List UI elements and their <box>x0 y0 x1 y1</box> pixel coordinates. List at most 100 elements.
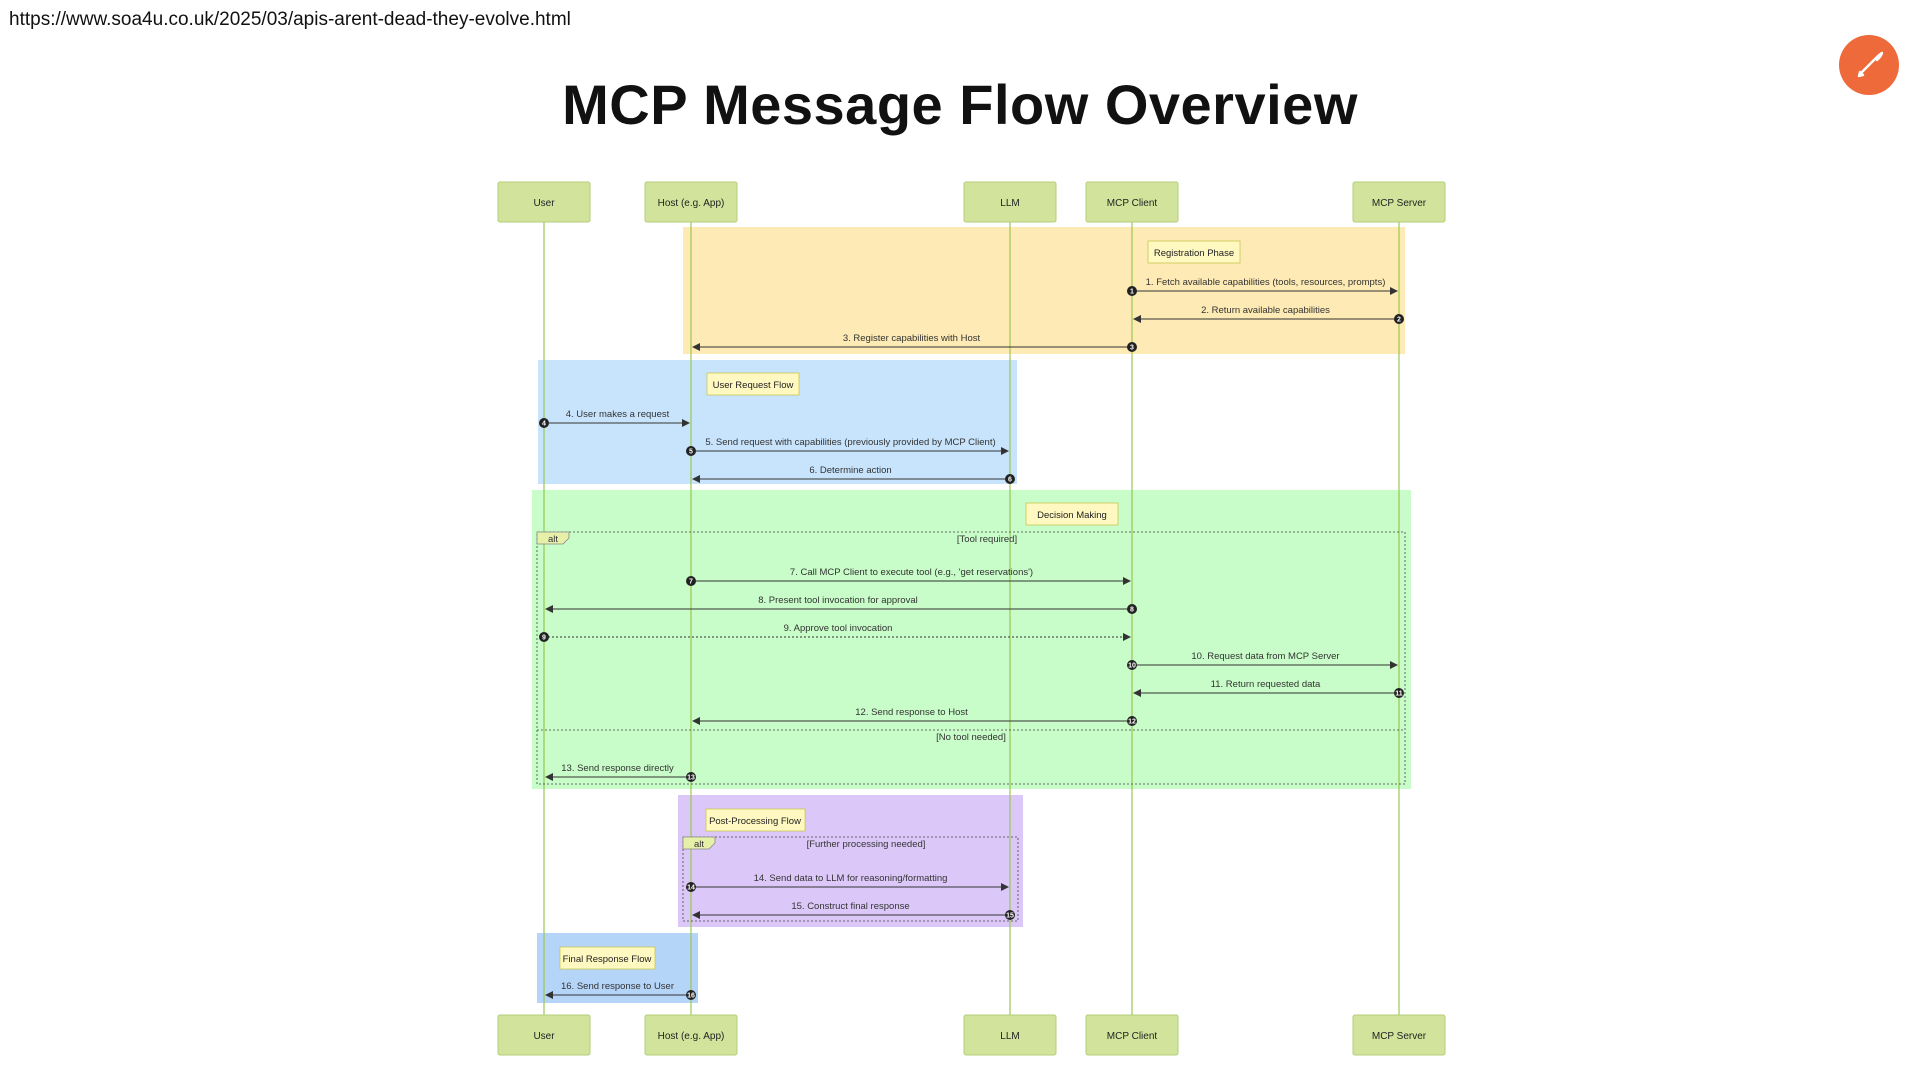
sequence-number-badge <box>686 576 696 586</box>
message-label: 6. Determine action <box>809 465 891 476</box>
sequence-number-badge <box>539 418 549 428</box>
message-4: 4. User makes a request 4 <box>539 409 690 428</box>
actor-label: User <box>533 1031 555 1042</box>
page-title: MCP Message Flow Overview <box>562 73 1358 136</box>
message-15: 15. Construct final response 15 <box>692 901 1015 920</box>
message-10: 10. Request data from MCP Server 10 <box>1127 651 1398 670</box>
alt-tag: alt <box>548 534 558 545</box>
message-label: 14. Send data to LLM for reasoning/forma… <box>754 873 948 884</box>
note-registration-phase: Registration Phase <box>1147 240 1241 264</box>
alt-tag: alt <box>694 839 704 850</box>
sequence-number: 9 <box>542 635 546 642</box>
message-6: 6. Determine action 6 <box>692 465 1015 484</box>
actor-user-bottom: User <box>497 1014 591 1056</box>
alt-frame-post-processing: alt [Further processing needed] <box>682 836 1019 922</box>
message-12: 12. Send response to Host 12 <box>692 707 1137 726</box>
actor-client-top: MCP Client <box>1085 181 1179 223</box>
actor-label: MCP Client <box>1107 1031 1158 1042</box>
sequence-number-badge <box>686 772 696 782</box>
actor-label: MCP Server <box>1372 1031 1427 1042</box>
message-label: 15. Construct final response <box>791 901 909 912</box>
svg-text:User Request Flow: User Request Flow <box>713 380 794 391</box>
actor-label: Host (e.g. App) <box>658 1031 725 1042</box>
sequence-number-badge <box>1127 604 1137 614</box>
message-11: 11. Return requested data 11 <box>1133 679 1404 698</box>
message-label: 2. Return available capabilities <box>1201 305 1330 316</box>
actor-user-top: User <box>497 181 591 223</box>
message-label: 10. Request data from MCP Server <box>1191 651 1339 662</box>
actor-llm-bottom: LLM <box>963 1014 1057 1056</box>
svg-text:Post-Processing Flow: Post-Processing Flow <box>709 816 801 827</box>
message-label: 12. Send response to Host <box>855 707 968 718</box>
sequence-number: 10 <box>1128 663 1136 670</box>
message-14: 14. Send data to LLM for reasoning/forma… <box>686 873 1009 892</box>
note-decision-making: Decision Making <box>1025 502 1119 526</box>
alt-frame-tool: alt [Tool required] [No tool needed] <box>536 531 1406 785</box>
sequence-number: 1 <box>1130 289 1134 296</box>
message-1: 1. Fetch available capabilities (tools, … <box>1127 277 1398 296</box>
message-label: 1. Fetch available capabilities (tools, … <box>1146 277 1386 288</box>
svg-text:Decision Making: Decision Making <box>1037 510 1107 521</box>
sequence-number: 11 <box>1395 691 1403 698</box>
sequence-number: 13 <box>687 775 695 782</box>
message-13: 13. Send response directly 13 <box>545 763 696 782</box>
source-url[interactable]: https://www.soa4u.co.uk/2025/03/apis-are… <box>9 9 571 30</box>
actor-host-bottom: Host (e.g. App) <box>644 1014 738 1056</box>
sequence-number-badge <box>686 990 696 1000</box>
actor-label: MCP Client <box>1107 198 1158 209</box>
note-user-request-flow: User Request Flow <box>706 372 800 396</box>
message-label: 3. Register capabilities with Host <box>843 333 981 344</box>
actor-label: User <box>533 198 555 209</box>
note-post-processing-flow: Post-Processing Flow <box>705 808 806 832</box>
message-7: 7. Call MCP Client to execute tool (e.g.… <box>686 567 1131 586</box>
sequence-number-badge <box>1394 688 1404 698</box>
actor-label: MCP Server <box>1372 198 1427 209</box>
actor-label: LLM <box>1000 198 1019 209</box>
actor-label: LLM <box>1000 1031 1019 1042</box>
postman-rocket-icon <box>1839 35 1899 95</box>
message-9: 9. Approve tool invocation 9 <box>539 623 1131 642</box>
sequence-number-badge <box>1127 342 1137 352</box>
sequence-number: 6 <box>1008 477 1012 484</box>
message-label: 13. Send response directly <box>561 763 674 774</box>
sequence-number-badge <box>539 632 549 642</box>
sequence-number: 7 <box>689 579 693 586</box>
message-3: 3. Register capabilities with Host 3 <box>692 333 1137 352</box>
alt-condition: [Tool required] <box>957 534 1017 545</box>
sequence-number: 12 <box>1128 719 1136 726</box>
sequence-number: 14 <box>687 885 695 892</box>
alt-else-condition: [No tool needed] <box>936 732 1006 743</box>
sequence-number-badge <box>1127 286 1137 296</box>
actor-host-top: Host (e.g. App) <box>644 181 738 223</box>
message-label: 9. Approve tool invocation <box>784 623 893 634</box>
actor-llm-top: LLM <box>963 181 1057 223</box>
sequence-number: 5 <box>689 449 693 456</box>
svg-text:Final Response Flow: Final Response Flow <box>563 954 652 965</box>
message-2: 2. Return available capabilities 2 <box>1133 305 1404 324</box>
message-label: 7. Call MCP Client to execute tool (e.g.… <box>790 567 1033 578</box>
actor-client-bottom: MCP Client <box>1085 1014 1179 1056</box>
sequence-number-badge <box>1005 910 1015 920</box>
sequence-number: 15 <box>1006 913 1014 920</box>
message-label: 5. Send request with capabilities (previ… <box>705 437 995 448</box>
message-label: 8. Present tool invocation for approval <box>758 595 917 606</box>
alt-condition: [Further processing needed] <box>807 839 926 850</box>
sequence-number: 16 <box>687 993 695 1000</box>
sequence-number-badge <box>1394 314 1404 324</box>
message-label: 11. Return requested data <box>1211 679 1321 690</box>
sequence-number-badge <box>1127 716 1137 726</box>
actor-server-bottom: MCP Server <box>1352 1014 1446 1056</box>
message-8: 8. Present tool invocation for approval 8 <box>545 595 1137 614</box>
sequence-number: 3 <box>1130 345 1134 352</box>
message-label: 4. User makes a request <box>566 409 670 420</box>
sequence-number: 2 <box>1397 317 1401 324</box>
actor-server-top: MCP Server <box>1352 181 1446 223</box>
svg-text:Registration Phase: Registration Phase <box>1154 248 1234 259</box>
sequence-number: 4 <box>542 421 546 428</box>
sequence-number: 8 <box>1130 607 1134 614</box>
sequence-number-badge <box>686 882 696 892</box>
sequence-number-badge <box>1127 660 1137 670</box>
message-5: 5. Send request with capabilities (previ… <box>686 437 1009 456</box>
actor-label: Host (e.g. App) <box>658 198 725 209</box>
